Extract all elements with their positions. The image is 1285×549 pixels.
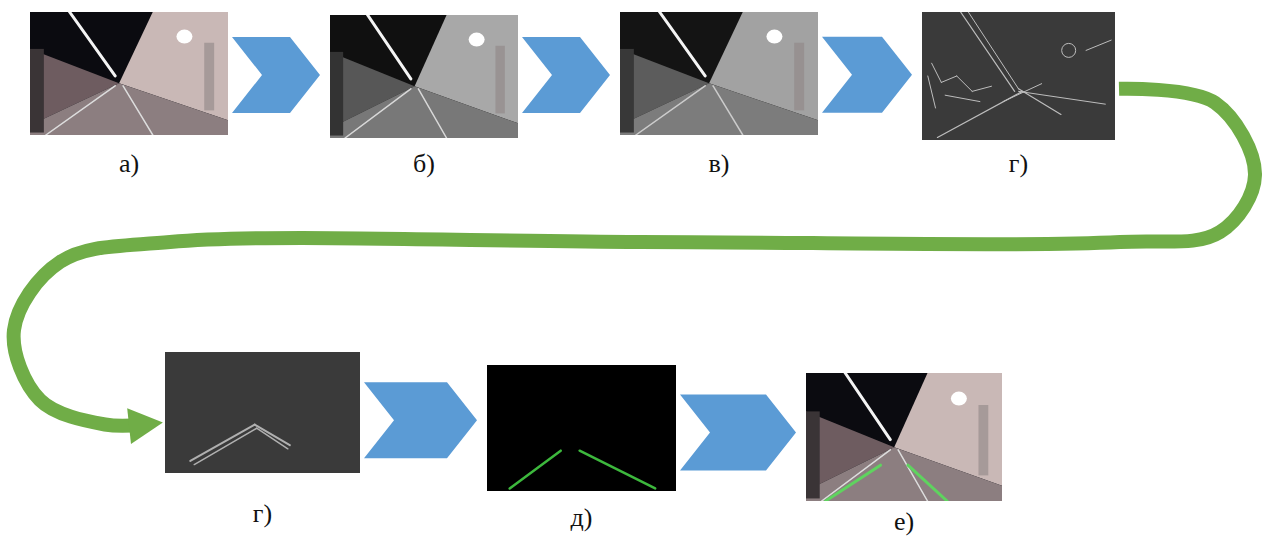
tunnel-image xyxy=(922,12,1115,140)
panel-label: д) xyxy=(487,503,676,533)
panel-label: б) xyxy=(330,149,518,179)
image-panel: б) xyxy=(330,15,518,179)
chevron-arrow xyxy=(364,382,477,458)
tunnel-image xyxy=(165,352,360,473)
panel-label: а) xyxy=(30,149,228,179)
chevron-arrow xyxy=(522,37,610,113)
tunnel-image xyxy=(487,365,676,491)
panel-label: г) xyxy=(165,499,360,529)
image-panel: е) xyxy=(806,373,1002,537)
tunnel-image xyxy=(330,15,518,138)
image-panel: г) xyxy=(922,12,1115,179)
image-panel: г) xyxy=(165,352,360,529)
chevron-arrow xyxy=(822,37,912,113)
image-panel: а) xyxy=(30,12,228,179)
panel-label: е) xyxy=(806,507,1002,537)
panel-label: в) xyxy=(620,149,818,179)
panel-label: г) xyxy=(922,149,1115,179)
tunnel-image xyxy=(30,12,228,135)
tunnel-image xyxy=(620,12,818,135)
chevron-arrow xyxy=(680,395,796,471)
tunnel-image xyxy=(806,373,1002,501)
image-panel: д) xyxy=(487,365,676,533)
chevron-arrow xyxy=(232,37,320,113)
image-panel: в) xyxy=(620,12,818,179)
